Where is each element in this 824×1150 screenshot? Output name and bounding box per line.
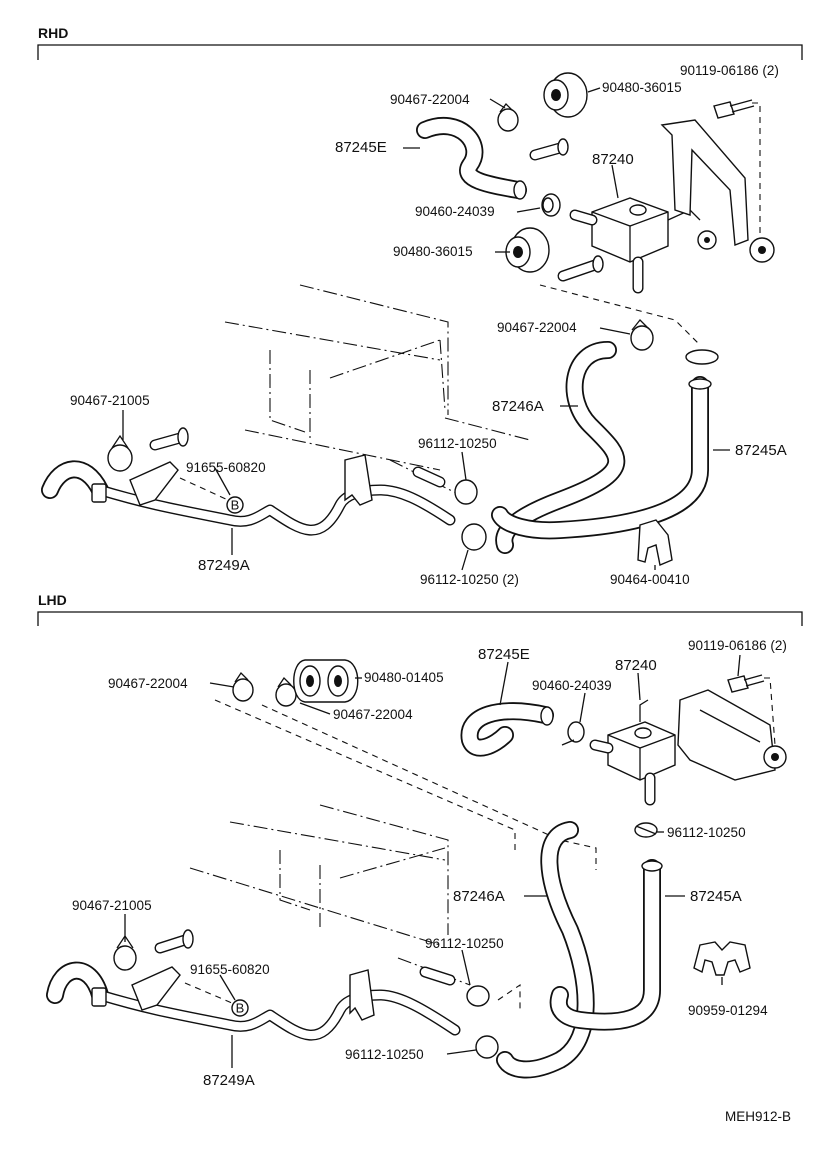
rhd-label-hose-245a: 87245A <box>735 442 787 459</box>
rhd-label-grommet-upper: 90480-36015 <box>602 80 682 95</box>
rhd-section-title: RHD <box>38 25 68 41</box>
rhd-label-grommet-lower: 90480-36015 <box>393 244 473 259</box>
lhd-label-hose-245a: 87245A <box>690 888 742 905</box>
rhd-hose-left <box>41 460 109 499</box>
lhd-ref-b-letter: B <box>236 1001 245 1016</box>
lhd-ref-b: B <box>231 999 249 1017</box>
lhd-label-clamp-right: 96112-10250 <box>667 825 746 840</box>
rhd-stub-left <box>149 427 189 451</box>
rhd-clip-left <box>107 434 133 472</box>
rhd-label-valve: 87240 <box>592 151 634 168</box>
rhd-label-clip-lower: 90467-22004 <box>497 320 577 335</box>
lhd-label-grommet-upper: 90480-01405 <box>364 670 444 685</box>
lhd-label-bolt: 90119-06186 (2) <box>688 638 787 653</box>
rhd-clamp-mid <box>454 479 478 505</box>
lhd-label-clamp-valve: 90460-24039 <box>532 678 612 693</box>
rhd-engine-outline <box>224 284 531 501</box>
rhd-stub-mid <box>412 466 446 488</box>
lhd-label-valve: 87240 <box>615 657 657 674</box>
rhd-label-hose-246a: 87246A <box>492 398 544 415</box>
rhd-label-grommet-b: 91655-60820 <box>186 460 266 475</box>
rhd-clamp-bottom <box>461 523 487 551</box>
lhd-label-hose-e: 87245E <box>478 646 530 663</box>
rhd-label-clip-upper: 90467-22004 <box>390 92 470 107</box>
figure-code: MEH912-B <box>725 1109 791 1124</box>
rhd-clamp-245a-top <box>685 349 719 365</box>
lhd-stub-mid <box>419 966 456 986</box>
lhd-label-clip-left: 90467-21005 <box>72 898 152 913</box>
lhd-valve-bracket <box>677 689 787 781</box>
rhd-label-clip-left: 90467-21005 <box>70 393 150 408</box>
rhd-label-clamp-mid: 96112-10250 <box>418 436 497 451</box>
rhd-label-hose-e: 87245E <box>335 139 387 156</box>
rhd-pipe-87249a <box>91 454 456 536</box>
lhd-grommet-upper <box>293 659 359 703</box>
rhd-label-bolt: 90119-06186 (2) <box>680 63 779 78</box>
rhd-pipe-stub-upper <box>529 138 569 161</box>
lhd-hose-87245a <box>549 859 663 1031</box>
rhd-ref-b: B <box>226 496 244 514</box>
lhd-clip-b <box>275 676 297 707</box>
lhd-clamp-right <box>634 822 658 838</box>
lhd-clamp-bottom <box>475 1035 499 1059</box>
rhd-clip-lower <box>630 319 654 351</box>
rhd-pipe-stub-lower <box>557 255 604 282</box>
lhd-section: LHD <box>37 592 803 1089</box>
lhd-bolt <box>727 674 765 693</box>
lhd-stub-left <box>154 929 194 954</box>
rhd-grommet-upper <box>543 72 588 118</box>
lhd-label-pipe: 87249A <box>203 1072 255 1089</box>
lhd-label-clamp-bottom: 96112-10250 <box>345 1047 424 1062</box>
rhd-label-holder: 90464-00410 <box>610 572 690 587</box>
lhd-hose-87246a <box>496 821 595 1079</box>
rhd-label-clamp-bottom: 96112-10250 (2) <box>420 572 519 587</box>
lhd-pipe-87249a <box>91 966 461 1041</box>
rhd-label-clamp-valve: 90460-24039 <box>415 204 495 219</box>
lhd-leader-lines <box>124 654 741 1068</box>
rhd-hose-87246a <box>495 341 626 554</box>
lhd-hose-holder <box>693 941 751 976</box>
lhd-label-clip-b: 90467-22004 <box>333 707 413 722</box>
rhd-bolt <box>713 99 755 119</box>
rhd-ref-b-letter: B <box>231 498 240 513</box>
lhd-label-clip-a: 90467-22004 <box>108 676 188 691</box>
lhd-section-bracket <box>37 611 803 626</box>
rhd-label-pipe: 87249A <box>198 557 250 574</box>
rhd-water-valve <box>569 197 701 294</box>
lhd-label-holder: 90959-01294 <box>688 1003 768 1018</box>
rhd-section: RHD <box>37 25 803 587</box>
rhd-section-bracket <box>37 44 803 60</box>
rhd-grommet-lower <box>505 227 550 273</box>
rhd-hose-holder <box>637 519 673 566</box>
lhd-hose-87245e <box>460 702 554 757</box>
rhd-leader-lines <box>122 87 730 571</box>
lhd-water-valve <box>589 699 676 806</box>
rhd-hose-87245a <box>491 376 712 540</box>
lhd-hose-left <box>46 961 109 1004</box>
rhd-valve-bracket <box>660 119 775 263</box>
lhd-engine-outline <box>189 804 471 986</box>
lhd-clamp-valve <box>561 721 585 746</box>
rhd-clip-upper <box>497 103 519 132</box>
lhd-label-grommet-b: 91655-60820 <box>190 962 270 977</box>
lhd-clamp-mid <box>466 985 490 1007</box>
lhd-label-clamp-mid: 96112-10250 <box>425 936 504 951</box>
rhd-hose-87245e <box>416 116 527 200</box>
lhd-section-title: LHD <box>38 592 67 608</box>
lhd-clip-a <box>232 671 254 702</box>
rhd-clamp-valve <box>541 193 561 217</box>
lhd-label-hose-246a: 87246A <box>453 888 505 905</box>
